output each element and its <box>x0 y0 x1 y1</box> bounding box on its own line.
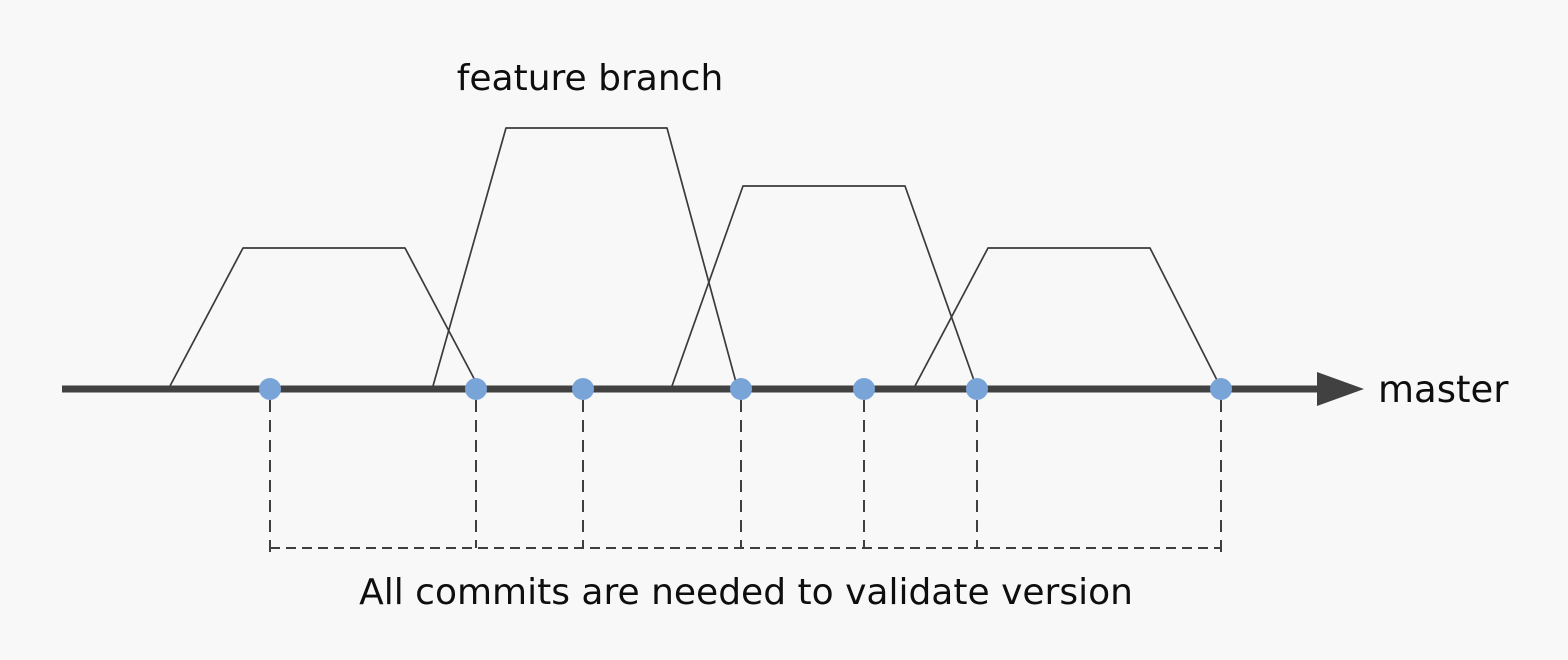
master-arrowhead-icon <box>1317 372 1364 406</box>
feature-branch-shape-2 <box>432 127 738 387</box>
feature-branch-label: feature branch <box>457 58 724 99</box>
commit-dot <box>465 378 487 400</box>
feature-branch-shape-4 <box>914 247 1221 387</box>
feature-branch-shape-3 <box>671 185 977 387</box>
master-label: master <box>1378 368 1509 411</box>
commit-dot <box>572 378 594 400</box>
commit-dot <box>853 378 875 400</box>
caption-label: All commits are needed to validate versi… <box>359 572 1133 613</box>
diagram-shapes-layer <box>62 127 1364 557</box>
feature-branch-shape-1 <box>169 247 479 387</box>
commit-dot <box>1210 378 1232 400</box>
commit-dot <box>730 378 752 400</box>
commit-dot <box>966 378 988 400</box>
commit-dot <box>259 378 281 400</box>
